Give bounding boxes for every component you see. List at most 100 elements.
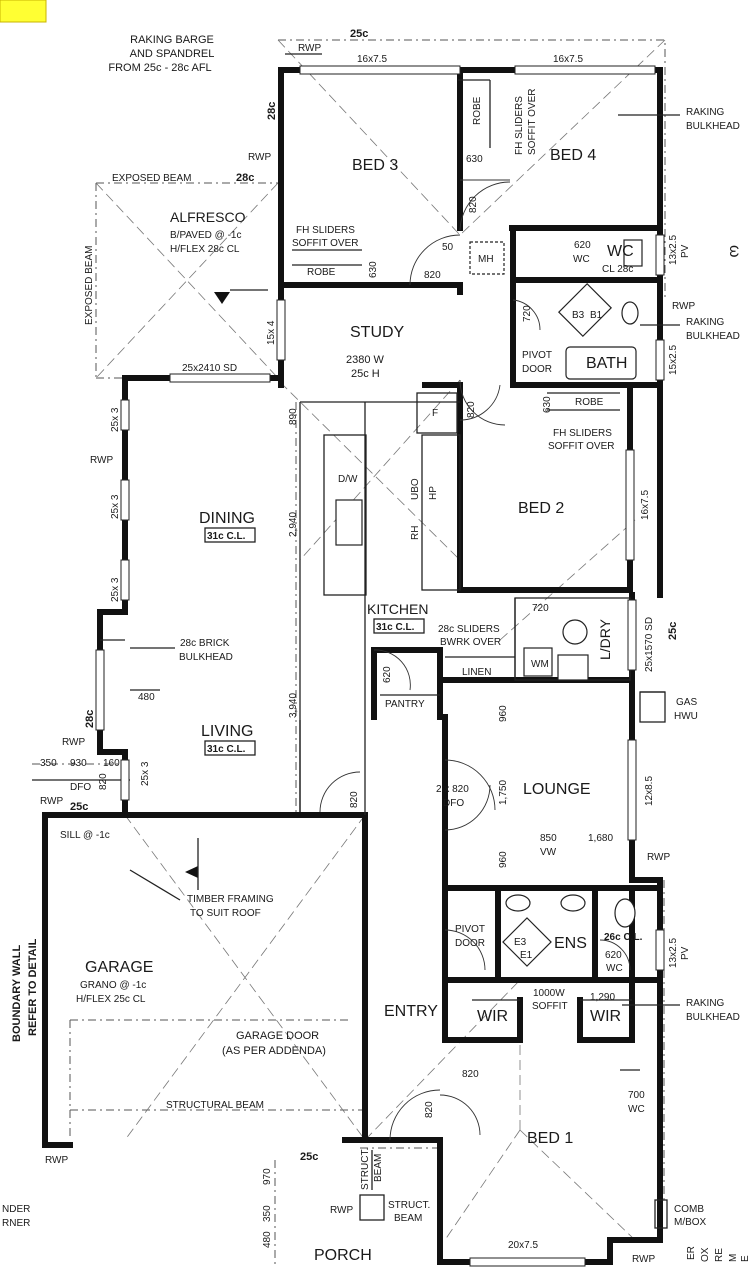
rwp-garage: RWP xyxy=(45,1155,68,1166)
mh-label: MH xyxy=(478,254,494,265)
wc-ens: WC xyxy=(606,963,623,974)
wir-right-label: WIR xyxy=(590,1008,621,1025)
corner-1: NDER xyxy=(2,1204,30,1215)
alfresco-note-2: H/FLEX 28c CL xyxy=(170,244,240,255)
w620-pantry: 620 xyxy=(382,666,393,683)
garage-note-1: GRANO @ -1c xyxy=(80,980,146,991)
raking-bulkhead-3a: RAKING xyxy=(686,998,725,1009)
wc-bed1: WC xyxy=(628,1104,645,1115)
top-25c: 25c xyxy=(350,28,368,40)
ens-label: ENS xyxy=(554,935,587,952)
dim-3940: 3,940 xyxy=(288,693,299,718)
pivot-door-2a: PIVOT xyxy=(455,924,485,935)
side-28c-a: 28c xyxy=(266,102,278,120)
hp-label: HP xyxy=(428,486,439,500)
win-16x75-b: 16x7.5 xyxy=(553,54,583,65)
dim-820-d: 820 xyxy=(98,773,109,790)
garage-note-2: H/FLEX 25c CL xyxy=(76,994,146,1005)
pivot-door-1b: DOOR xyxy=(522,364,552,375)
ubo-label: UBO xyxy=(410,478,421,500)
lounge-label: LOUNGE xyxy=(523,781,591,798)
w720-bath: 720 xyxy=(522,305,533,322)
w820-f: 820 xyxy=(462,1069,479,1080)
struct-beam-v-1: STRUCT. xyxy=(360,1148,371,1190)
edge-mark: ω xyxy=(726,245,743,258)
bottom-25c: 25c xyxy=(300,1151,318,1163)
edge-1: ER xyxy=(686,1246,697,1260)
raking-bulkhead-3b: BULKHEAD xyxy=(686,1012,740,1023)
raking-bulkhead-1a: RAKING xyxy=(686,107,725,118)
pv-b: PV xyxy=(680,946,691,960)
dining-label: DINING xyxy=(199,510,255,527)
top-28c: 28c xyxy=(236,172,254,184)
dim-350: 350 xyxy=(40,758,57,769)
door-swings xyxy=(319,179,631,1141)
w820-b: 820 xyxy=(424,270,441,281)
w630-b: 630 xyxy=(368,261,379,278)
garage-door-2: (AS PER ADDENDA) xyxy=(222,1045,326,1057)
living-label: LIVING xyxy=(201,723,253,740)
brick-bulkhead-1: 28c BRICK xyxy=(180,638,230,649)
gas-2: HWU xyxy=(674,711,698,722)
fh-sliders-bed2-1: FH SLIDERS xyxy=(553,428,612,439)
struct-beam-v-2: BEAM xyxy=(373,1154,384,1182)
dfo-2x820: 2 x 820 xyxy=(436,784,469,795)
edge-2: OX xyxy=(700,1247,711,1262)
win-25x3-e: 25x 3 xyxy=(140,761,151,786)
ldry-label: L/DRY xyxy=(597,618,613,660)
dim-2940: 2,940 xyxy=(288,512,299,537)
sliders-28c-1: 28c SLIDERS xyxy=(438,624,500,635)
timber-2: TO SUIT ROOF xyxy=(190,908,261,919)
markers xyxy=(129,53,680,1006)
dim-480: 480 xyxy=(138,692,155,703)
dw-label: D/W xyxy=(338,474,358,485)
pivot-door-1a: PIVOT xyxy=(522,350,552,361)
w820-e: 820 xyxy=(349,791,360,808)
fixtures xyxy=(469,239,643,967)
dfo-b: DFO xyxy=(443,798,464,809)
hip-lines xyxy=(95,39,666,1241)
sd-25x2410: 25x2410 SD xyxy=(182,363,237,374)
study-h: 25c H xyxy=(351,368,380,380)
alfresco-note-1: B/PAVED @ -1c xyxy=(170,230,241,241)
comb-2: M/BOX xyxy=(674,1217,707,1228)
left-25c: 25c xyxy=(70,801,88,813)
fh-sliders-bed3-2: SOFFIT OVER xyxy=(292,238,359,249)
wm-label: WM xyxy=(531,659,549,670)
w820-a: 820 xyxy=(468,196,479,213)
dim-1750: 1,750 xyxy=(498,780,509,805)
win-12x85: 12x8.5 xyxy=(644,776,655,806)
dim-970: 970 xyxy=(262,1168,273,1185)
w620-wc: 620 xyxy=(574,240,591,251)
win-25x3-b: 25x 3 xyxy=(110,494,121,519)
e1-label: E1 xyxy=(520,950,533,961)
right-25c: 25c xyxy=(667,622,679,640)
exposed-beam-side: EXPOSED BEAM xyxy=(84,246,95,325)
wc-wc: WC xyxy=(573,254,590,265)
dim-890: 890 xyxy=(288,408,299,425)
garage-label: GARAGE xyxy=(85,959,153,976)
edge-4: M xyxy=(728,1254,739,1262)
w50: 50 xyxy=(442,242,454,253)
f-box: F xyxy=(432,408,438,419)
rwp-right-a: RWP xyxy=(672,301,695,312)
rwp-bed3: RWP xyxy=(248,152,271,163)
fh-sliders-bed4-1: FH SLIDERS xyxy=(514,96,525,155)
vw-label: VW xyxy=(540,847,557,858)
dfo-a: DFO xyxy=(70,782,91,793)
boundary-1: BOUNDARY WALL xyxy=(11,945,23,1042)
corner-2: RNER xyxy=(2,1218,30,1229)
w820-c: 820 xyxy=(466,401,477,418)
bath-label: BATH xyxy=(586,355,627,372)
study-label: STUDY xyxy=(350,324,405,341)
side-28c-b: 28c xyxy=(84,710,96,728)
dim-350b: 350 xyxy=(262,1205,273,1222)
e3-label: E3 xyxy=(514,937,527,948)
pantry-label: PANTRY xyxy=(385,699,425,710)
windows xyxy=(95,65,665,1267)
brick-bulkhead-2: BULKHEAD xyxy=(179,652,233,663)
sill-label: SILL @ -1c xyxy=(60,830,110,841)
rwp-bottom: RWP xyxy=(632,1254,655,1265)
robe-bed4: ROBE xyxy=(472,96,483,125)
win-13x25-a: 13x2.5 xyxy=(668,235,679,265)
